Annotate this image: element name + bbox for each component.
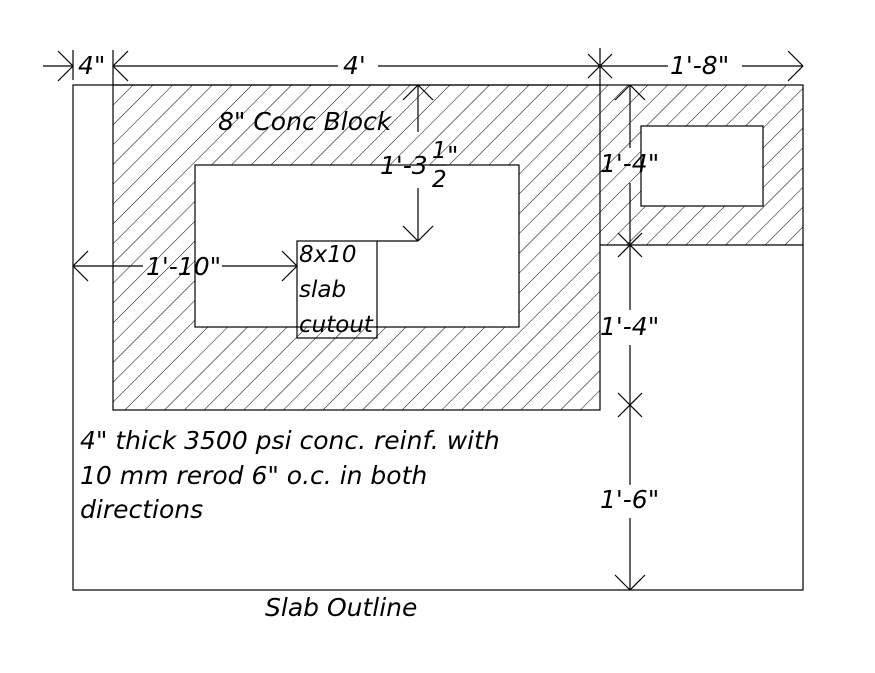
conc-block-outer — [112, 84, 601, 411]
dim-inner-offset — [377, 84, 434, 242]
dim-middle-right-height-label: 1'-4" — [600, 312, 659, 341]
dim-lower-right-height-label: 1'-6" — [600, 485, 659, 514]
dim-cutout-offset-label: 1'-10" — [146, 252, 221, 281]
slab-note-line1: 4" thick 3500 psi conc. reinf. with — [80, 426, 500, 455]
dim-inner-offset-frac-den: 2 — [432, 167, 447, 193]
cutout-label-line2: slab — [299, 277, 346, 303]
slab-outline-label: Slab Outline — [265, 593, 417, 622]
right-block-opening — [640, 125, 764, 207]
dim-block-width-label: 4' — [343, 51, 366, 80]
cutout-label-line1: 8x10 — [299, 242, 357, 268]
slab-note-line3: directions — [80, 495, 203, 524]
block-label: 8" Conc Block — [218, 107, 393, 136]
dim-cutout-offset — [72, 250, 298, 282]
dim-inner-offset-label: 1'-3 — [380, 151, 428, 180]
dim-left-offset — [43, 50, 74, 82]
slab-cutout — [296, 240, 378, 339]
dim-upper-right-height-label: 1'-4" — [600, 149, 659, 178]
slab-note-line2: 10 mm rerod 6" o.c. in both — [80, 461, 427, 490]
dim-right-width — [600, 50, 804, 82]
dim-block-width — [112, 48, 613, 85]
dim-inner-offset-frac-num: 1 — [432, 138, 447, 164]
cutout-label-line3: cutout — [299, 312, 374, 338]
conc-block-inner — [194, 164, 520, 328]
dim-right-width-label: 1'-8" — [670, 51, 729, 80]
dim-left-offset-label: 4" — [78, 51, 105, 80]
dim-inner-offset-inch: " — [447, 141, 459, 170]
dim-right-vertical — [614, 84, 646, 591]
